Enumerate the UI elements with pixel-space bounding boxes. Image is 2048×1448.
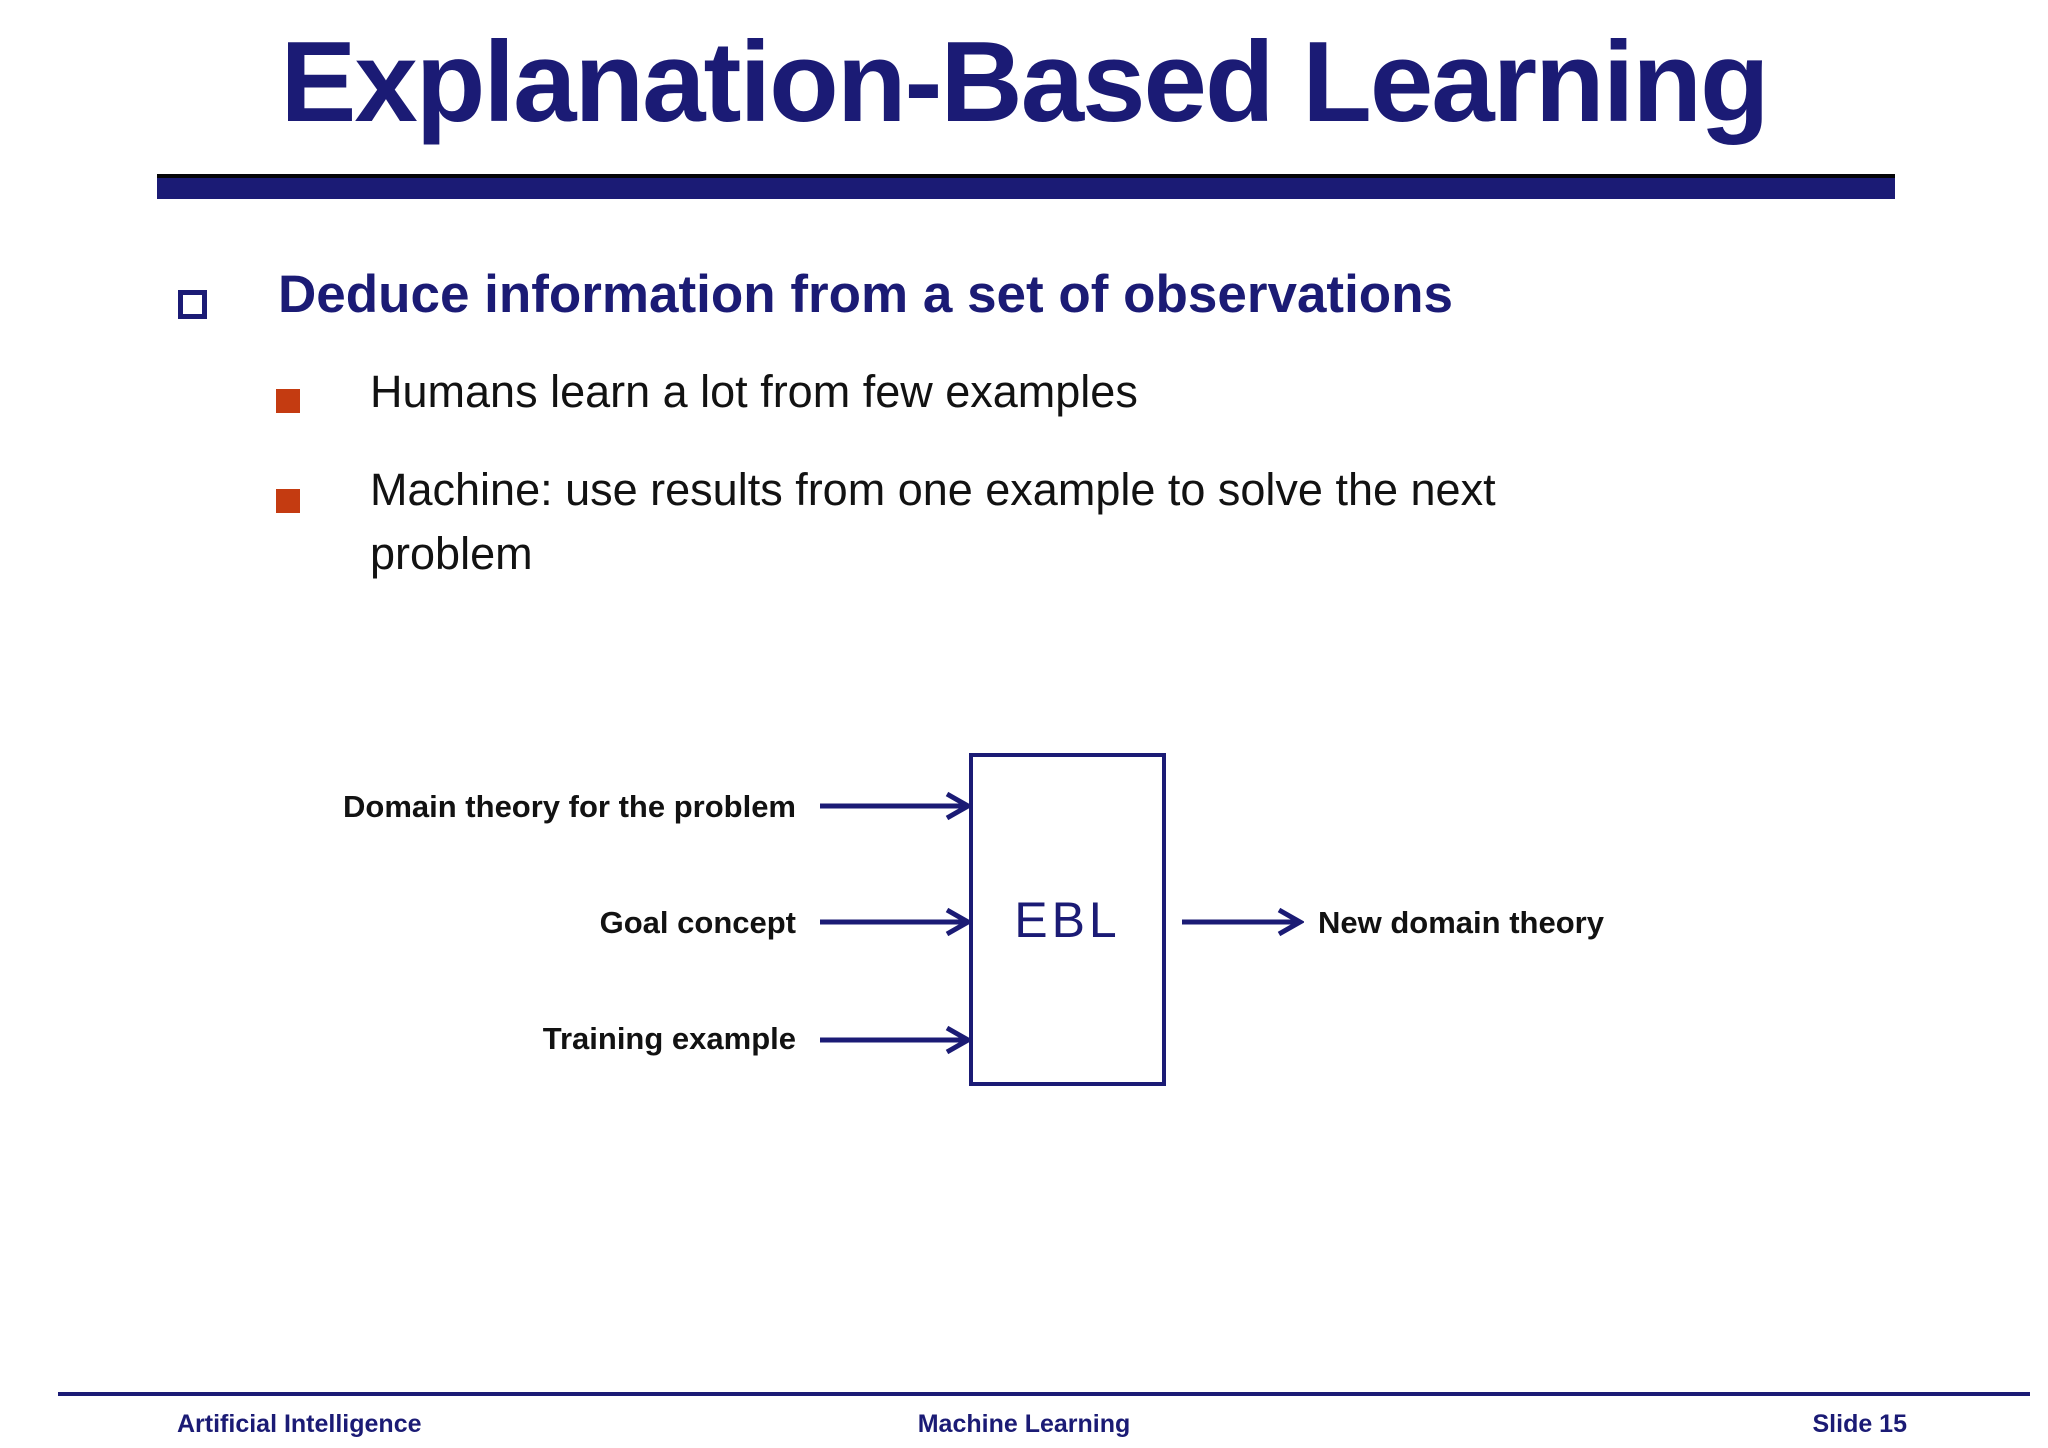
footer-slide-number: Slide 15 <box>1812 1410 1908 1438</box>
red-square-bullet-icon <box>276 389 300 413</box>
main-bullet-text: Deduce information from a set of observa… <box>278 265 1454 324</box>
red-square-bullet-icon <box>276 489 300 513</box>
diagram-input-label: Training example <box>542 1021 796 1056</box>
ebl-box: EBL <box>969 753 1166 1086</box>
arrow-right-icon <box>820 1025 972 1055</box>
ebl-box-label: EBL <box>1014 891 1121 948</box>
footer-rule <box>58 1392 2030 1396</box>
diagram-input-label: Goal concept <box>599 905 796 940</box>
sub-bullet-text: Humans learn a lot from few examples <box>370 366 1138 417</box>
footer-course-name: Artificial Intelligence <box>177 1410 422 1438</box>
slide-title: Explanation-Based Learning <box>280 19 1769 146</box>
diagram-input-label: Domain theory for the problem <box>343 789 796 824</box>
title-rule <box>157 174 1895 199</box>
arrow-right-icon <box>820 791 972 821</box>
diagram-output-label: New domain theory <box>1318 905 1604 940</box>
arrow-right-icon <box>820 907 972 937</box>
arrow-right-icon <box>1182 907 1304 937</box>
hollow-square-bullet-icon <box>178 290 207 319</box>
sub-bullet-text: Machine: use results from one example to… <box>370 464 1496 579</box>
footer-section-name: Machine Learning <box>917 1410 1131 1438</box>
